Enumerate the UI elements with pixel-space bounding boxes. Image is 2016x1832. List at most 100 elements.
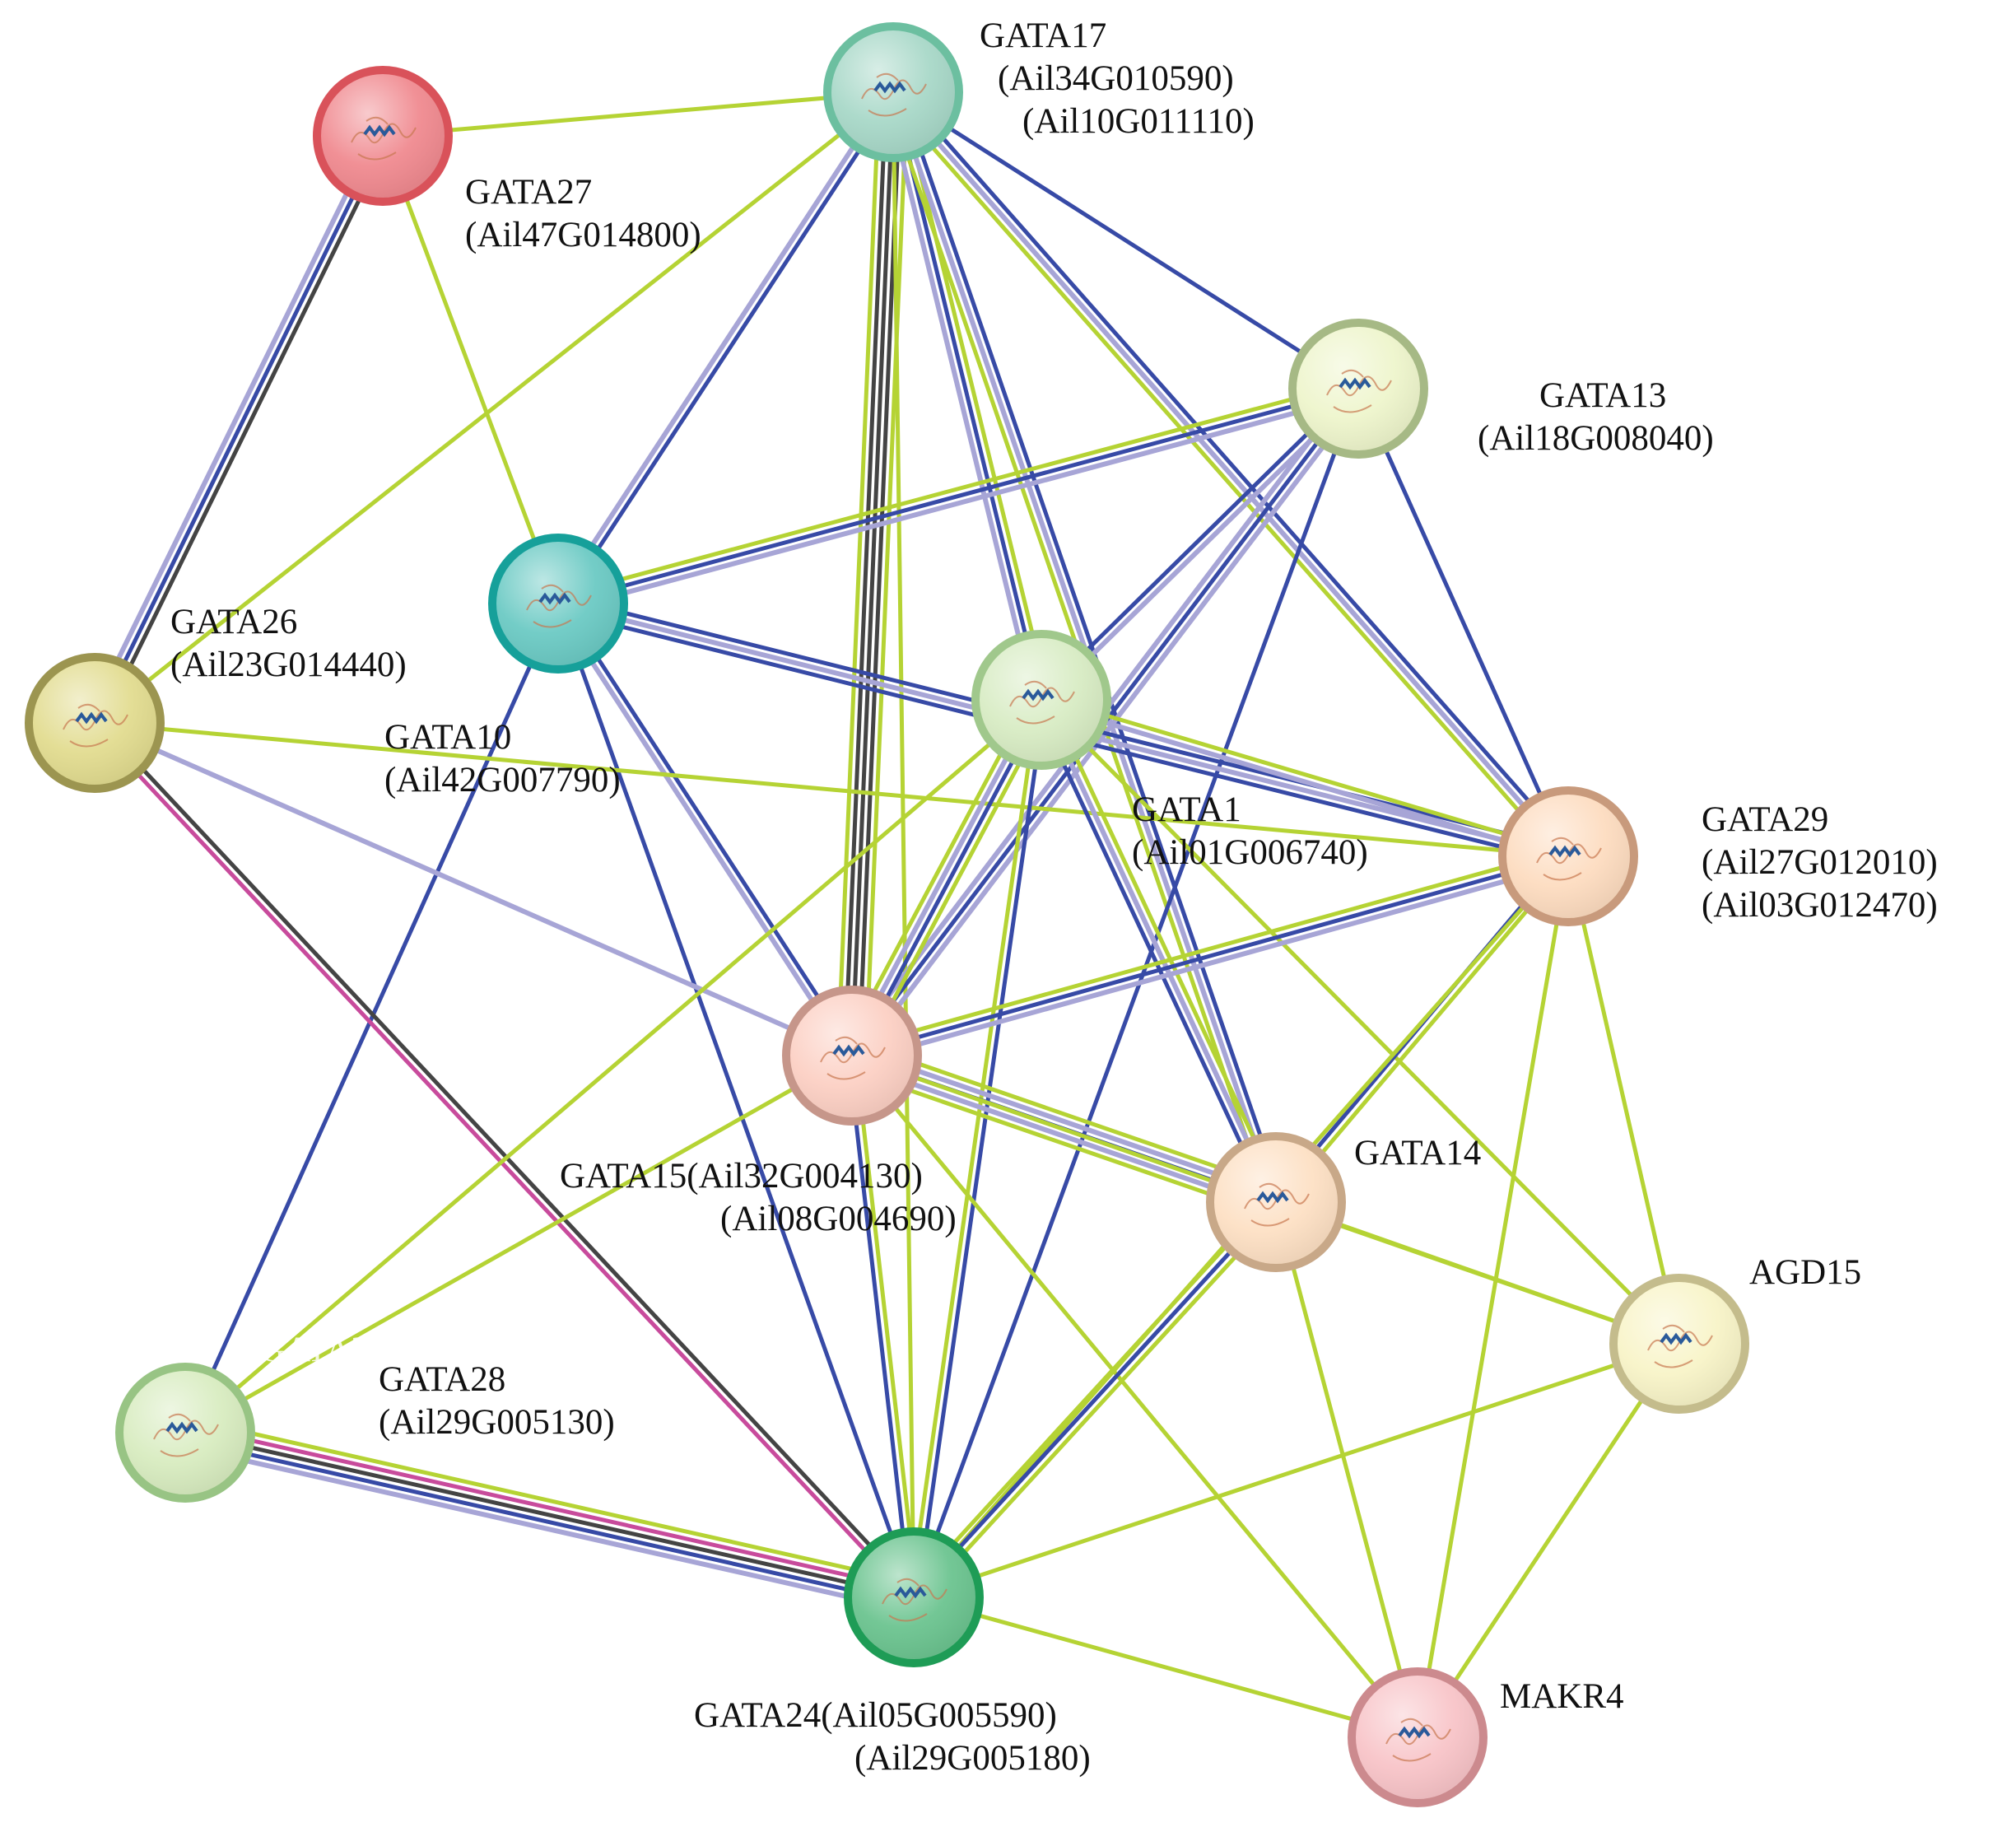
helix-icon [894,1586,927,1599]
node-name: GATA14 [1354,1134,1482,1172]
edge-gata29-makr4-text-mining [1415,854,1571,1740]
node-name: GATA26 [170,603,298,641]
helix-icon [1398,1726,1431,1739]
gene-id: (Ail34G010590) [998,59,1234,98]
gene-id: (Ail08G004690) [720,1200,957,1238]
node-gata28[interactable] [115,1363,255,1503]
edge-gata15-gata14-text-mining [845,1066,1273,1218]
edge-gata17-gata29-database [891,90,1571,859]
helix-icon [1256,1191,1289,1204]
edge-layer [86,85,1682,1740]
helix-icon [832,1044,865,1057]
edge-gata29-gata15-coexpression [850,854,1571,1058]
node-gata14[interactable] [1206,1132,1346,1272]
node-layer [25,22,1749,1807]
helix-icon [1660,1332,1692,1345]
node-gata24[interactable] [844,1527,984,1667]
edge-gata14-gata24-text-mining [906,1195,1273,1595]
edge-gata17-gata10-coexpression [559,91,899,608]
edge-gata27-gata17-text-mining [380,90,896,138]
edge-gata29-gata15-database [851,860,1573,1065]
node-gata26[interactable] [25,653,165,793]
node-gata27[interactable] [313,66,453,206]
edge-gata17-gata29-text-mining [886,95,1566,864]
edge-gata27-gata26-experiment [99,137,392,729]
edge-gata15-gata24-text-mining [853,1053,920,1600]
node-name: GATA28 [379,1360,506,1399]
label-gata24: GATA24(Ail05G005590) (Ail29G005180) [694,1694,1091,1780]
edge-gata17-gata10-database [552,87,893,604]
node-name: GATA10 [384,718,512,757]
gene-id: (Ail42G007790) [384,761,621,799]
node-gata13[interactable] [1288,319,1428,459]
node-name: GATA13 [1539,376,1667,415]
edge-gata15-gata14-database [847,1060,1277,1212]
edge-gata1-gata24-coexpression [915,698,1047,1601]
helix-icon [538,592,571,605]
edge-gata1-gata14-coexpression [1032,701,1272,1208]
node-makr4[interactable] [1348,1667,1488,1807]
edge-gata14-makr4-text-mining [1273,1200,1420,1740]
edge-gata1-gata28-text-mining [183,697,1044,1435]
edge-gata13-gata10-database [557,393,1363,613]
helix-icon [363,124,396,138]
edge-gata17-gata1-database [883,91,1037,705]
edge-gata13-gata10-coexpression [556,386,1361,606]
edge-gata10-gata15-database [552,603,852,1061]
label-gata14: GATA14 [1354,1132,1481,1175]
edge-gata17-gata1-coexpression [891,90,1044,702]
edge-gata1-gata29-database [1037,701,1570,863]
edge-gata28-gata24-experiment [183,1430,916,1600]
edge-gata17-gata1-text-mining [897,88,1050,701]
edge-gata17-gata15-experiment [850,90,896,1058]
node-gata1[interactable] [971,630,1111,770]
edge-gata1-gata24-text-mining [908,697,1041,1599]
node-name: GATA29 [1702,800,1829,839]
gene-id: (Ail18G008040) [1478,419,1714,458]
label-gata1: GATA1(Ail01G006740) [1132,789,1368,874]
edge-gata13-gata1-database [1041,389,1363,706]
node-gata17[interactable] [823,22,963,162]
edge-gata15-gata28-text-mining [183,1053,854,1435]
edge-gata28-gata24-homology [184,1424,918,1593]
edge-gata15-makr4-text-mining [850,1053,1420,1740]
edge-gata27-gata26-coexpression [92,133,385,725]
edge-gata28-gata24-text-mining [186,1416,920,1586]
label-makr4: MAKR4 [1500,1676,1624,1718]
edge-gata26-gata29-text-mining [92,720,1571,859]
ghost-label: GATA28 [259,1331,387,1369]
gene-id: (Ail10G011110) [1022,102,1255,141]
node-name: GATA17 [980,16,1107,55]
gene-id: (Ail23G014440) [170,646,407,684]
node-gata29[interactable] [1498,786,1638,926]
label-agd15: AGD15 [1749,1252,1861,1294]
edge-gata17-gata15-text-mining [864,91,910,1059]
edge-gata29-agd15-text-mining [1566,854,1682,1346]
node-gata10[interactable] [488,534,628,674]
helix-icon [1548,845,1581,858]
node-gata15[interactable] [782,986,922,1126]
node-name: AGD15 [1749,1253,1862,1292]
edge-gata10-gata15-coexpression [559,599,858,1056]
edge-gata14-gata24-text-mining [916,1205,1283,1605]
gene-id: (Ail29G005130) [379,1403,615,1442]
edge-gata14-agd15-text-mining [1273,1200,1682,1346]
edge-gata26-gata15-database [92,720,854,1058]
label-gata17: GATA17 (Ail34G010590) (Ail10G011110) [980,15,1255,143]
gene-id: (Ail47G014800) [465,216,701,254]
edge-agd15-gata24-text-mining [911,1341,1682,1600]
label-gata10: GATA10 (Ail42G007790) [384,716,621,802]
node-name: MAKR4 [1500,1677,1624,1716]
edge-gata17-gata15-text-mining [836,89,882,1057]
gene-id: (Ail29G005180) [854,1739,1091,1778]
edge-gata14-gata24-coexpression [911,1200,1278,1600]
node-name: GATA24(Ail05G005590) [694,1696,1057,1735]
gene-id: (Ail01G006740) [1132,833,1368,872]
label-gata15: GATA15(Ail32G004130)(Ail08G004690) [560,1155,957,1241]
edge-gata29-gata15-text-mining [848,847,1569,1051]
node-agd15[interactable] [1609,1274,1749,1414]
helix-icon [1339,377,1371,390]
edge-gata15-gata24-coexpression [846,1053,913,1600]
helix-icon [1022,688,1055,702]
